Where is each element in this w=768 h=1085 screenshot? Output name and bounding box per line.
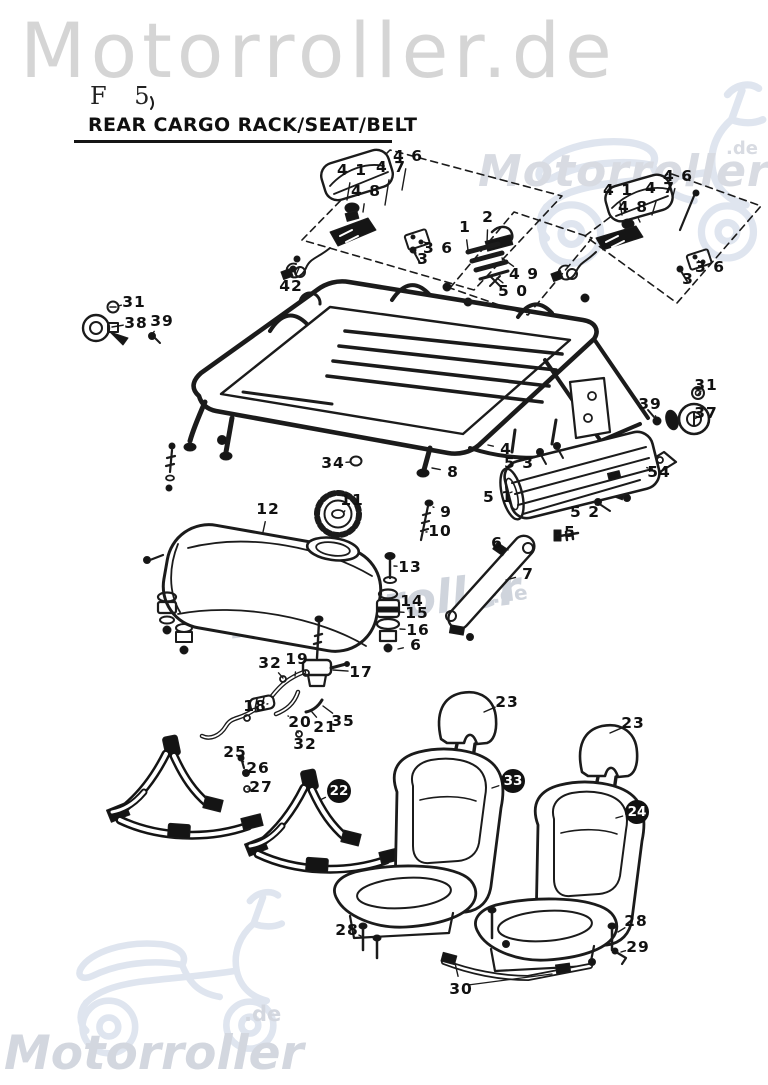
part-number: 4 1	[603, 181, 633, 199]
part-number: 38	[124, 314, 148, 332]
part-number: 34	[321, 454, 345, 472]
part-number: 4 8	[351, 182, 381, 200]
fuel-tank	[143, 490, 434, 655]
part-number: 4 1	[337, 161, 367, 179]
part-number: 11	[340, 491, 364, 509]
part-number: 12	[256, 500, 280, 518]
seat-mounting-hardware	[358, 906, 628, 986]
figure-code-mark	[150, 96, 154, 110]
part-number: 37	[694, 404, 718, 422]
part-number: 13	[398, 558, 422, 576]
part-number: 17	[349, 663, 373, 681]
part-number: 3 6	[695, 258, 725, 276]
part-number: 14	[400, 592, 424, 610]
part-number: 20	[288, 713, 312, 731]
part-number: 15	[405, 604, 429, 622]
figure-code: F 5	[90, 82, 160, 110]
part-number: 6	[491, 534, 503, 552]
part-number: 2	[482, 208, 494, 226]
part-number: 10	[428, 522, 452, 540]
leader-lines	[111, 168, 702, 978]
title-underline	[74, 140, 392, 143]
part-number: 28	[335, 921, 359, 939]
part-number: 1	[459, 218, 471, 236]
part-number: 3	[682, 270, 694, 288]
heat-shield	[499, 430, 661, 521]
seat-lock-left	[81, 300, 161, 346]
part-number: 31	[122, 293, 146, 311]
part-number: 7	[522, 565, 534, 583]
part-number: 4	[500, 440, 512, 458]
part-number: 27	[249, 778, 273, 796]
part-number: 5 1	[483, 488, 513, 506]
part-number: 32	[293, 735, 317, 753]
part-number: 4 7	[376, 158, 406, 176]
part-number: 29	[626, 938, 650, 956]
part-number: 9	[440, 503, 452, 521]
part-number: 39	[638, 395, 662, 413]
part-number-circled: 22	[327, 779, 351, 803]
part-number: 23	[495, 693, 519, 711]
part-number: 4 6	[663, 167, 693, 185]
part-number: 4 9	[509, 265, 539, 283]
part-number: 3	[417, 250, 429, 268]
part-number-circled: 33	[501, 769, 525, 793]
taillight-assembly-right	[550, 173, 713, 282]
part-number: 32	[258, 654, 282, 672]
part-number: 5 2	[570, 503, 600, 521]
part-number: 4 7	[645, 179, 675, 197]
part-number: 31	[694, 376, 718, 394]
taillight-assembly-left	[280, 148, 431, 280]
part-number: 8	[447, 463, 459, 481]
part-number: 5	[564, 523, 576, 541]
part-number: 3 6	[423, 239, 453, 257]
part-number: 39	[150, 312, 174, 330]
part-number-circled: 24	[625, 800, 649, 824]
part-number: 28	[624, 912, 648, 930]
part-number: 26	[246, 759, 270, 777]
part-number: 6	[410, 636, 422, 654]
part-number: 42	[279, 277, 303, 295]
part-number: 18	[243, 697, 267, 715]
support-arm	[445, 529, 580, 641]
page-title: REAR CARGO RACK/SEAT/BELT	[88, 114, 418, 136]
part-number: 4 6	[393, 147, 423, 165]
part-number: 4 8	[618, 198, 648, 216]
part-number: 35	[331, 712, 355, 730]
part-number: 30	[449, 980, 473, 998]
part-number: 19	[285, 650, 309, 668]
part-number: 25	[223, 743, 247, 761]
part-number: 5 3	[504, 454, 534, 472]
part-number: 21	[313, 718, 337, 736]
part-number: 54	[647, 463, 671, 481]
part-number: 16	[406, 621, 430, 639]
latch-assembly-middle	[442, 225, 590, 307]
part-number: 5 0	[498, 282, 528, 300]
fuel-petcock-hoses	[199, 615, 350, 740]
part-number: 23	[621, 714, 645, 732]
